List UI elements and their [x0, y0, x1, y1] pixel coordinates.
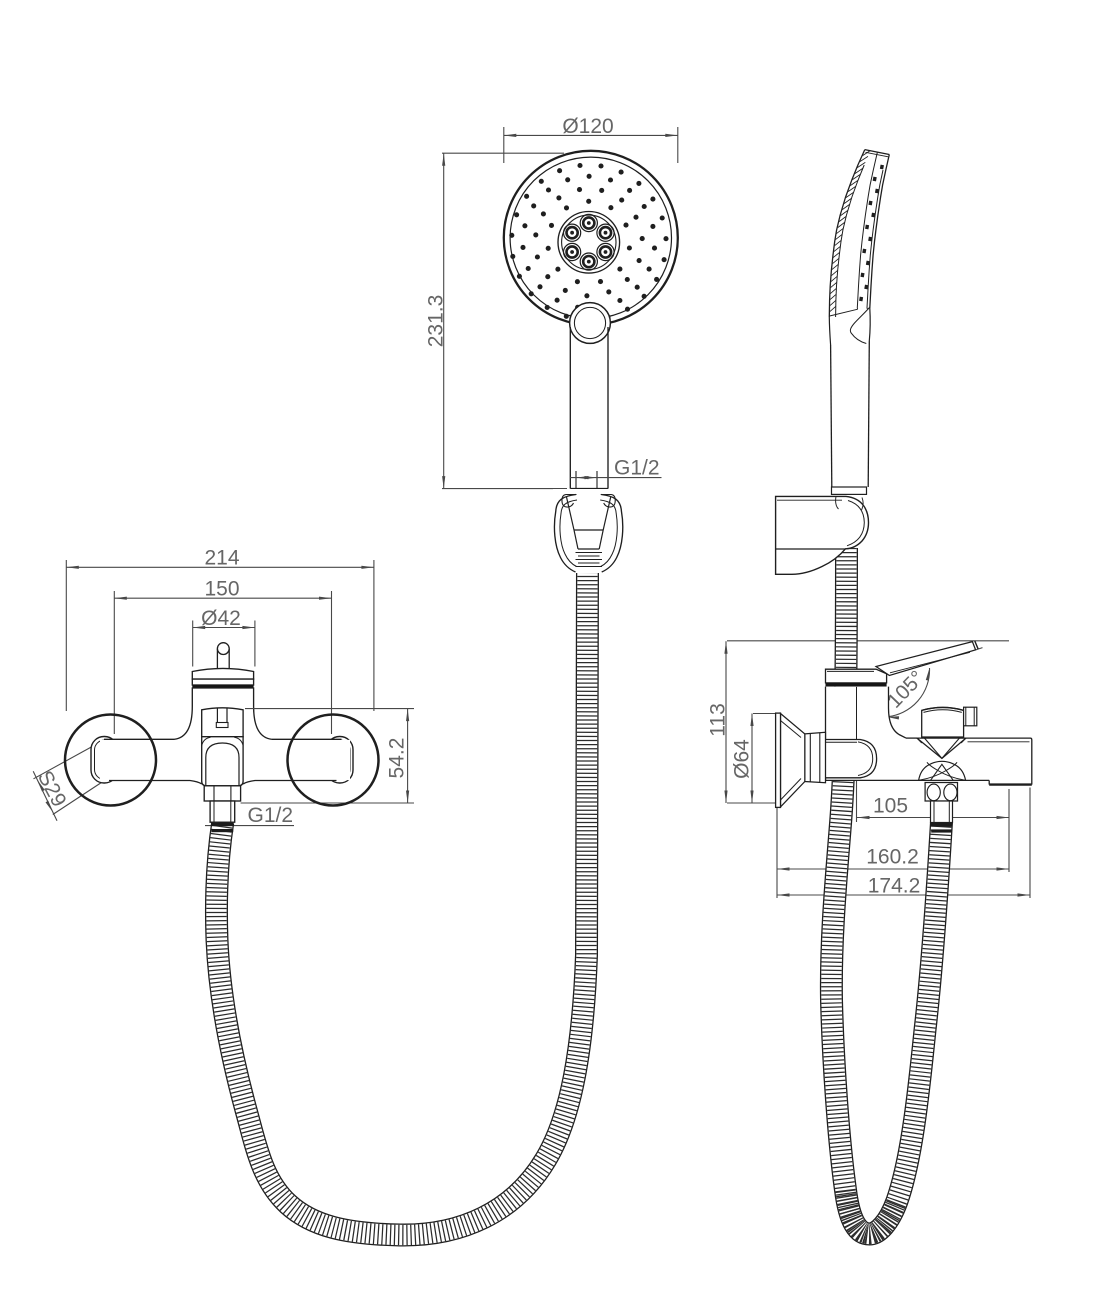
svg-text:G1/2: G1/2 [248, 804, 294, 827]
svg-text:105: 105 [873, 795, 908, 818]
svg-text:160.2: 160.2 [866, 846, 919, 869]
svg-text:113: 113 [707, 703, 730, 736]
svg-text:G1/2: G1/2 [614, 457, 660, 480]
svg-text:Ø42: Ø42 [201, 607, 241, 630]
svg-text:231.3: 231.3 [425, 295, 448, 348]
svg-text:150: 150 [204, 578, 239, 601]
svg-text:214: 214 [204, 547, 239, 570]
svg-text:Ø64: Ø64 [731, 739, 754, 779]
svg-text:174.2: 174.2 [868, 875, 921, 898]
svg-text:54.2: 54.2 [386, 738, 409, 779]
svg-text:Ø120: Ø120 [562, 115, 613, 138]
